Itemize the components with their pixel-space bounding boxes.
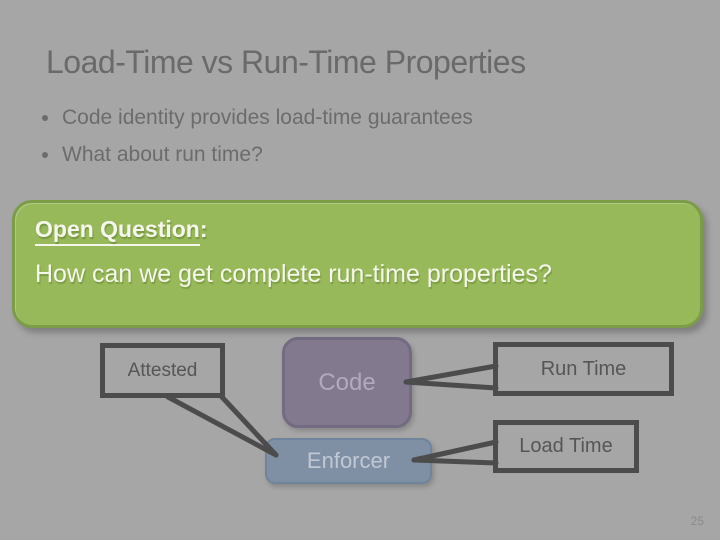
bullet-list: Code identity provides load-time guarant… (42, 106, 473, 180)
run-time-callout-label: Run Time (540, 357, 627, 380)
runtime-to-code-line (403, 363, 499, 385)
open-question-heading: Open Question: (35, 216, 680, 246)
run-time-callout: Run Time (493, 342, 674, 396)
slide-title: Load-Time vs Run-Time Properties (46, 44, 526, 80)
bullet-text: Code identity provides load-time guarant… (62, 106, 473, 129)
code-node-label: Code (318, 368, 376, 396)
bullet-text: What about run time? (62, 143, 263, 166)
code-node: Code (282, 337, 412, 428)
open-question-heading-text: Open Question (35, 216, 200, 246)
bullet-dot (42, 152, 48, 158)
attested-to-enforcer-line (165, 394, 279, 458)
open-question-body: How can we get complete run-time propert… (35, 260, 552, 288)
bullet-item: What about run time? (42, 143, 473, 167)
bullet-dot (42, 115, 48, 121)
attested-callout-label: Attested (127, 359, 198, 381)
load-time-callout-label: Load Time (519, 435, 613, 457)
runtime-to-code-line (403, 379, 499, 391)
load-time-callout: Load Time (493, 420, 639, 473)
enforcer-node-label: Enforcer (306, 448, 391, 473)
open-question-colon: : (199, 216, 208, 242)
enforcer-node: Enforcer (265, 438, 432, 484)
open-question-box: Open Question: How can we get complete r… (12, 200, 703, 328)
page-number: 25 (690, 514, 704, 528)
bullet-item: Code identity provides load-time guarant… (42, 106, 473, 130)
attested-callout: Attested (100, 343, 225, 398)
